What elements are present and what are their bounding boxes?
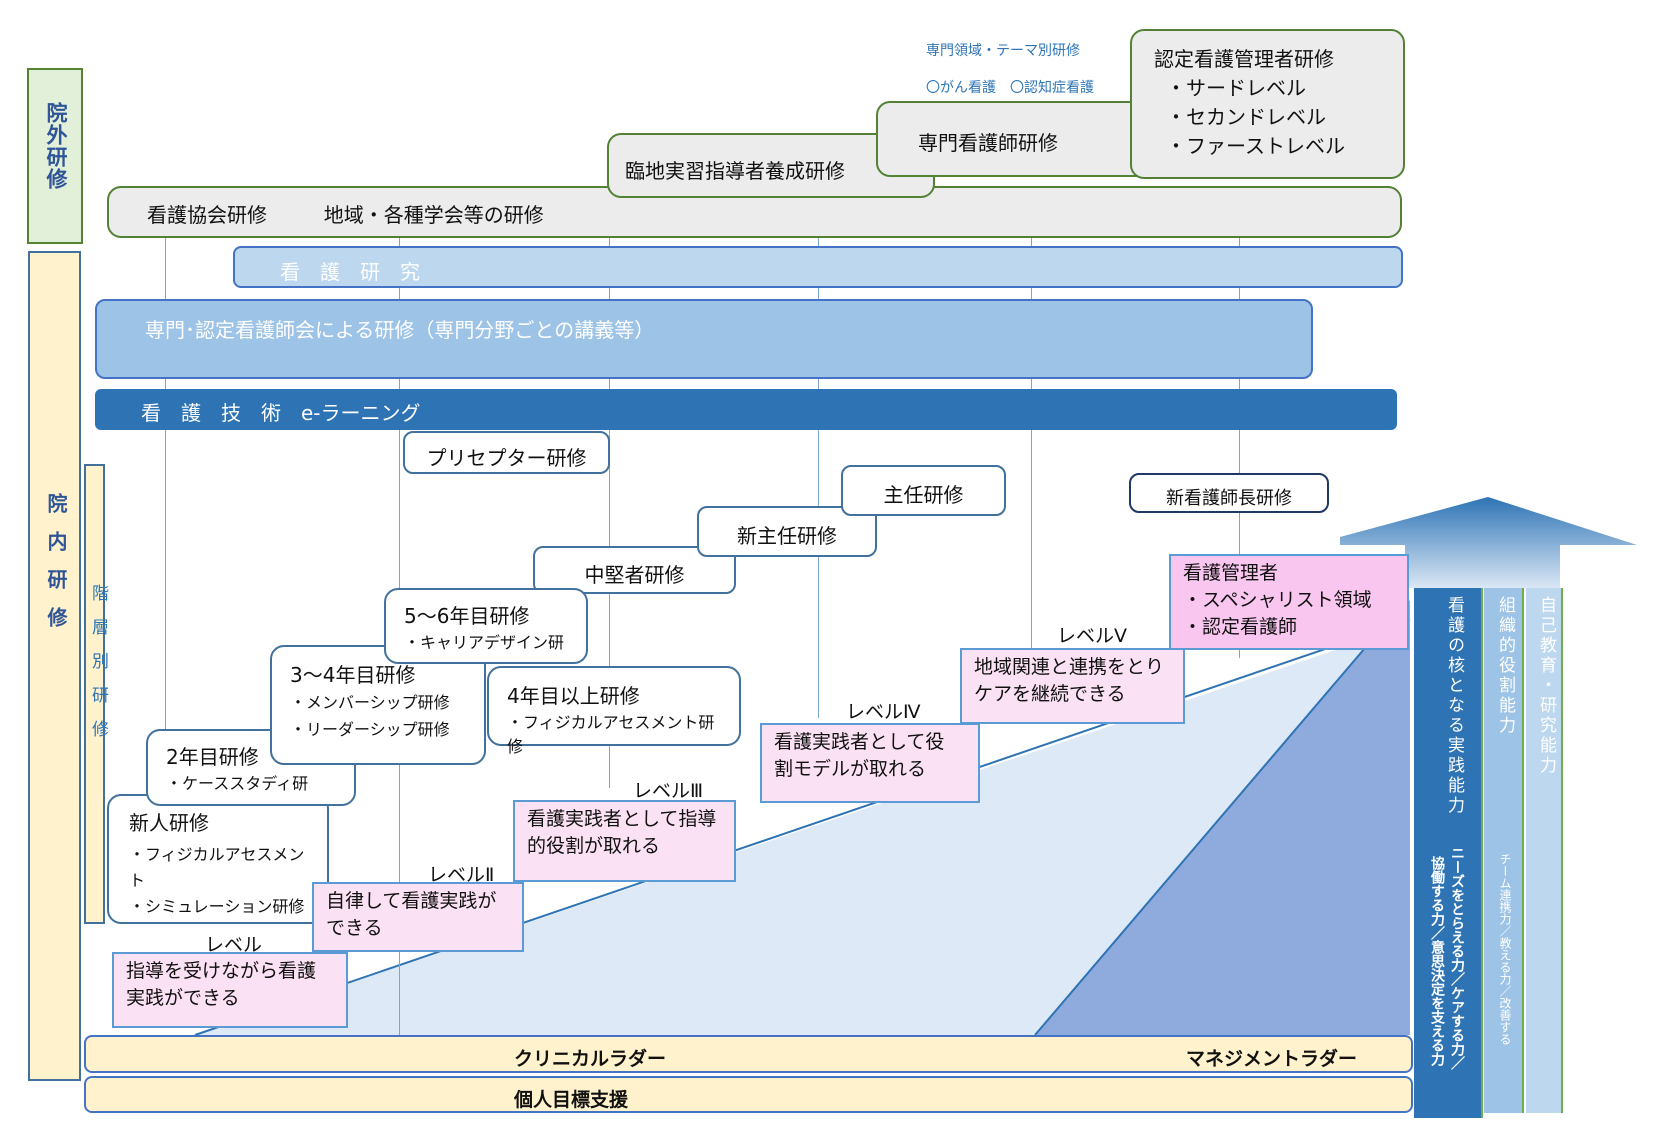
level-1-label: レベル [205, 934, 263, 956]
midcareer-text: 中堅者研修 [584, 563, 685, 587]
personal-goal-label: 個人目標支援 [514, 1089, 629, 1111]
preceptor-text: プリセプター研修 [426, 446, 587, 470]
clinical-ladder-bar: クリニカルラダー マネジメントラダー [84, 1035, 1413, 1073]
specialist-lectures-bar: 専門･認定看護師会による研修（専門分野ごとの講義等） [95, 299, 1313, 379]
guide-line [818, 238, 819, 718]
level-5-text: ケアを継続できる [974, 683, 1126, 705]
level-3-description: 看護実践者として指導 的役割が取れる [513, 800, 736, 882]
certified-manager-item: ・セカンドレベル [1166, 105, 1326, 129]
guide-line [1031, 238, 1032, 658]
level-5-text: 地域関連と連携をとり [974, 656, 1165, 678]
hierarchical-training-label: 階層別研修 [84, 464, 108, 924]
specialist-nurse-training: 専門看護師研修 [876, 101, 1166, 177]
year2-item: ・ケーススタディ研 [166, 774, 309, 793]
year3-4-title: 3～4年目研修 [290, 663, 416, 687]
chief-training: 主任研修 [841, 465, 1006, 516]
core-practice-detail: ニーズをとらえる力／ケアする力／ [1449, 846, 1465, 1070]
level-2-label: レベルⅡ [428, 864, 495, 886]
nurse-manager-item: ・スペシャリスト領域 [1183, 589, 1372, 611]
external-training-label: 院外研修 [27, 68, 83, 244]
nursing-research-text: 看 護 研 究 [280, 260, 420, 284]
newcomer-item: ・フィジカルアセスメント [129, 845, 305, 890]
organizational-role-title: 組織的役割能力 [1495, 596, 1515, 736]
new-head-nurse-training: 新看護師長研修 [1129, 473, 1329, 513]
year5-6-item: ・キャリアデザイン研 [404, 633, 565, 652]
newcomer-training: 新人研修 ・フィジカルアセスメント ・シミュレーション研修 [107, 794, 329, 924]
guide-line [165, 238, 166, 798]
guide-line [609, 238, 610, 788]
preceptor-training: プリセプター研修 [403, 431, 610, 474]
level-3-text: 的役割が取れる [527, 835, 661, 857]
association-training-row: 看護協会研修 地域・各種学会等の研修 [107, 186, 1402, 238]
clinical-instructor-text: 臨地実習指導者養成研修 [625, 159, 845, 183]
year3-4-item: ・メンバーシップ研修 [290, 693, 450, 712]
guide-line [1239, 238, 1240, 658]
nursing-research-bar: 看 護 研 究 [233, 246, 1403, 288]
level-2-text: できる [326, 917, 383, 939]
clinical-ladder-label: クリニカルラダー [514, 1048, 667, 1070]
year4plus-title: 4年目以上研修 [507, 684, 640, 708]
level-2-text: 自律して看護実践が [326, 890, 497, 912]
clinical-ramp [195, 620, 1410, 1035]
ramp-edge [194, 619, 1411, 1036]
level-5-description: 地域関連と連携をとり ケアを継続できる [960, 648, 1185, 724]
level-2-description: 自律して看護実践が できる [312, 882, 524, 952]
theme-training-items: 〇がん看護 〇認知症看護 [926, 80, 1094, 96]
up-arrow-icon [1340, 497, 1637, 588]
level-4-text: 看護実践者として役 [774, 731, 945, 753]
internal-training-text: 院内研修 [44, 493, 68, 645]
personal-goal-bar: 個人目標支援 [84, 1076, 1413, 1113]
elearning-text: 看 護 技 術 e-ラーニング [141, 401, 421, 425]
year4plus-training: 4年目以上研修 ・フィジカルアセスメント研修 [487, 666, 741, 756]
internal-training-label: 院内研修 [28, 251, 81, 1081]
management-ladder-label: マネジメントラダー [1186, 1048, 1358, 1070]
nurse-manager-item: ・認定看護師 [1183, 616, 1298, 638]
core-practice-detail: 協働する力／意思決定を支える力 [1429, 856, 1445, 1066]
organizational-role-column: 組織的役割能力 チーム連携力／教える力／改善する [1484, 588, 1524, 1113]
level-1-description: 指導を受けながら看護 実践ができる [112, 952, 348, 1028]
new-chief-text: 新主任研修 [737, 524, 837, 548]
core-practice-title: 看護の核となる実践能力 [1444, 596, 1464, 816]
theme-training-heading: 専門領域・テーマ別研修 [926, 43, 1080, 59]
regional-society-training-text: 地域・各種学会等の研修 [323, 203, 544, 227]
year5-6-title: 5～6年目研修 [404, 604, 530, 628]
level-4-label: レベルⅣ [846, 701, 921, 723]
level-4-description: 看護実践者として役 割モデルが取れる [760, 723, 980, 803]
year3-4-training: 3～4年目研修 ・メンバーシップ研修 ・リーダーシップ研修 [270, 645, 486, 765]
newcomer-title: 新人研修 [129, 811, 209, 835]
level-3-text: 看護実践者として指導 [527, 808, 717, 830]
new-head-nurse-text: 新看護師長研修 [1166, 488, 1292, 509]
level-1-text: 指導を受けながら看護 [126, 960, 317, 982]
hierarchical-training-text: 階層別研修 [88, 584, 108, 754]
specialist-nurse-text: 専門看護師研修 [918, 131, 1058, 155]
year2-title: 2年目研修 [166, 745, 259, 769]
level-5-label: レベルⅤ [1057, 625, 1127, 647]
level-4-text: 割モデルが取れる [774, 758, 927, 780]
midcareer-training: 中堅者研修 [533, 546, 736, 594]
certified-manager-item: ・ファーストレベル [1166, 134, 1345, 158]
newcomer-item: ・シミュレーション研修 [129, 897, 305, 916]
self-education-title: 自己教育・研究能力 [1536, 596, 1556, 776]
external-training-text: 院外研修 [44, 102, 68, 190]
self-education-column: 自己教育・研究能力 [1526, 588, 1563, 1113]
year3-4-item: ・リーダーシップ研修 [290, 720, 450, 739]
management-ramp-edge [1034, 647, 1366, 1036]
nurse-manager-title: 看護管理者 [1183, 562, 1279, 584]
chief-text: 主任研修 [883, 483, 964, 507]
certified-manager-training: 認定看護管理者研修 ・サードレベル ・セカンドレベル ・ファーストレベル [1130, 29, 1405, 179]
core-practice-column: 看護の核となる実践能力 ニーズをとらえる力／ケアする力／ 協働する力／意思決定を… [1414, 588, 1483, 1118]
organizational-role-detail: チーム連携力／教える力／改善する [1498, 853, 1512, 1045]
certified-manager-title: 認定看護管理者研修 [1154, 47, 1334, 71]
association-training-text: 看護協会研修 [147, 203, 267, 227]
nurse-manager-box: 看護管理者 ・スペシャリスト領域 ・認定看護師 [1169, 554, 1409, 650]
elearning-bar: 看 護 技 術 e-ラーニング [95, 389, 1397, 430]
specialist-lectures-text: 専門･認定看護師会による研修（専門分野ごとの講義等） [145, 318, 655, 342]
year4plus-item: ・フィジカルアセスメント研修 [507, 713, 715, 756]
level-1-text: 実践ができる [126, 987, 240, 1009]
year5-6-training: 5～6年目研修 ・キャリアデザイン研 [384, 588, 588, 664]
certified-manager-item: ・サードレベル [1166, 76, 1306, 100]
level-3-label: レベルⅢ [633, 780, 704, 802]
